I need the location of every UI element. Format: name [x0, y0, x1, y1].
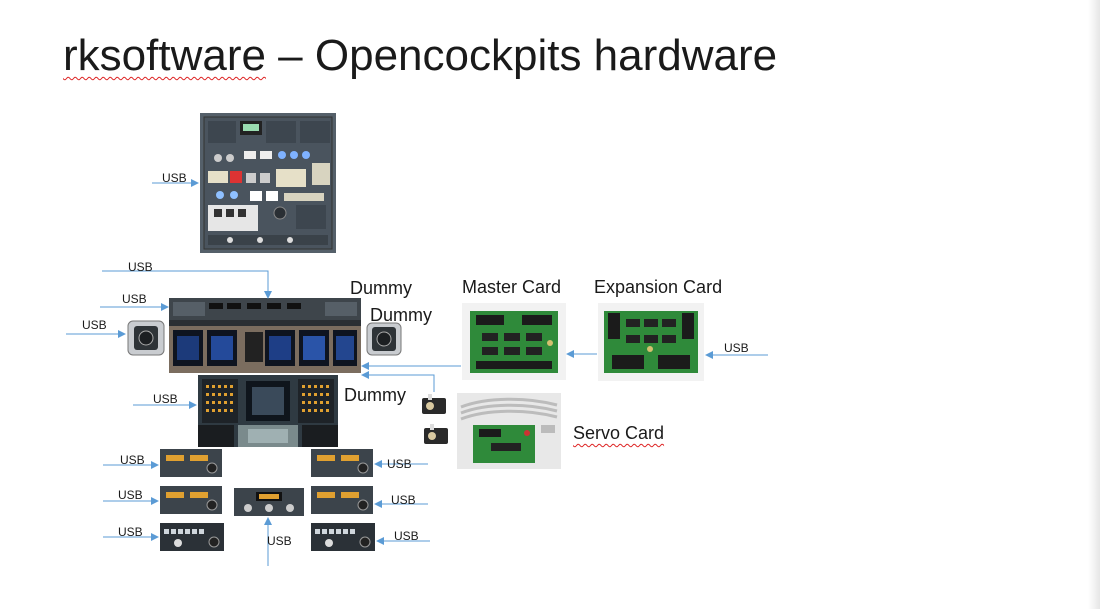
title-product-name: rksoftware: [63, 31, 266, 80]
label-usb-radio-r3: USB: [394, 529, 419, 543]
label-usb-radio-r1: USB: [387, 457, 412, 471]
arrow-mcp-top: [102, 270, 272, 299]
label-usb-radio-l2: USB: [118, 488, 143, 502]
radio-panel-left-3: [160, 523, 224, 551]
label-dummy-pedestal: Dummy: [344, 385, 406, 405]
label-usb-efis-left: USB: [82, 318, 107, 332]
label-servo-card: Servo Card: [573, 423, 665, 443]
servo-motors-photo: [418, 392, 454, 452]
label-usb-radio-l1: USB: [120, 453, 145, 467]
main-instrument-panel-photo: [169, 298, 361, 373]
expansion-card-photo: [598, 303, 704, 381]
efis-right-photo: [366, 322, 402, 356]
overhead-panel-photo: [200, 113, 336, 253]
arrow-servo-to-panel: [361, 371, 435, 392]
efis-left-photo: [127, 320, 165, 356]
label-usb-mcp-top: USB: [128, 260, 153, 274]
label-usb-expansion: USB: [724, 341, 749, 355]
radio-panel-left-1: [160, 449, 222, 477]
label-usb-overhead: USB: [162, 171, 187, 185]
pedestal-photo: [198, 375, 338, 447]
label-usb-pedestal: USB: [153, 392, 178, 406]
title-rest: – Opencockpits hardware: [265, 31, 778, 80]
radio-panel-right-2: [311, 486, 373, 514]
radio-panel-right-3: [311, 523, 375, 551]
label-usb-transponder: USB: [267, 534, 292, 548]
label-usb-radio-l3: USB: [118, 525, 143, 539]
label-usb-mcp-left: USB: [122, 292, 147, 306]
transponder-panel: [234, 488, 304, 516]
label-usb-radio-r2: USB: [391, 493, 416, 507]
radio-panel-right-1: [311, 449, 373, 477]
servo-card-photo: [457, 393, 561, 469]
label-expansion-card: Expansion Card: [594, 277, 723, 297]
radio-panel-left-2: [160, 486, 222, 514]
master-card-photo: [462, 303, 566, 380]
label-master-card: Master Card: [462, 277, 562, 297]
label-dummy-efis-right: Dummy: [370, 305, 432, 325]
slide-edge: [1088, 0, 1100, 609]
slide-title: rksoftware – Opencockpits hardware: [63, 30, 777, 82]
label-dummy-mcp: Dummy: [350, 278, 412, 298]
